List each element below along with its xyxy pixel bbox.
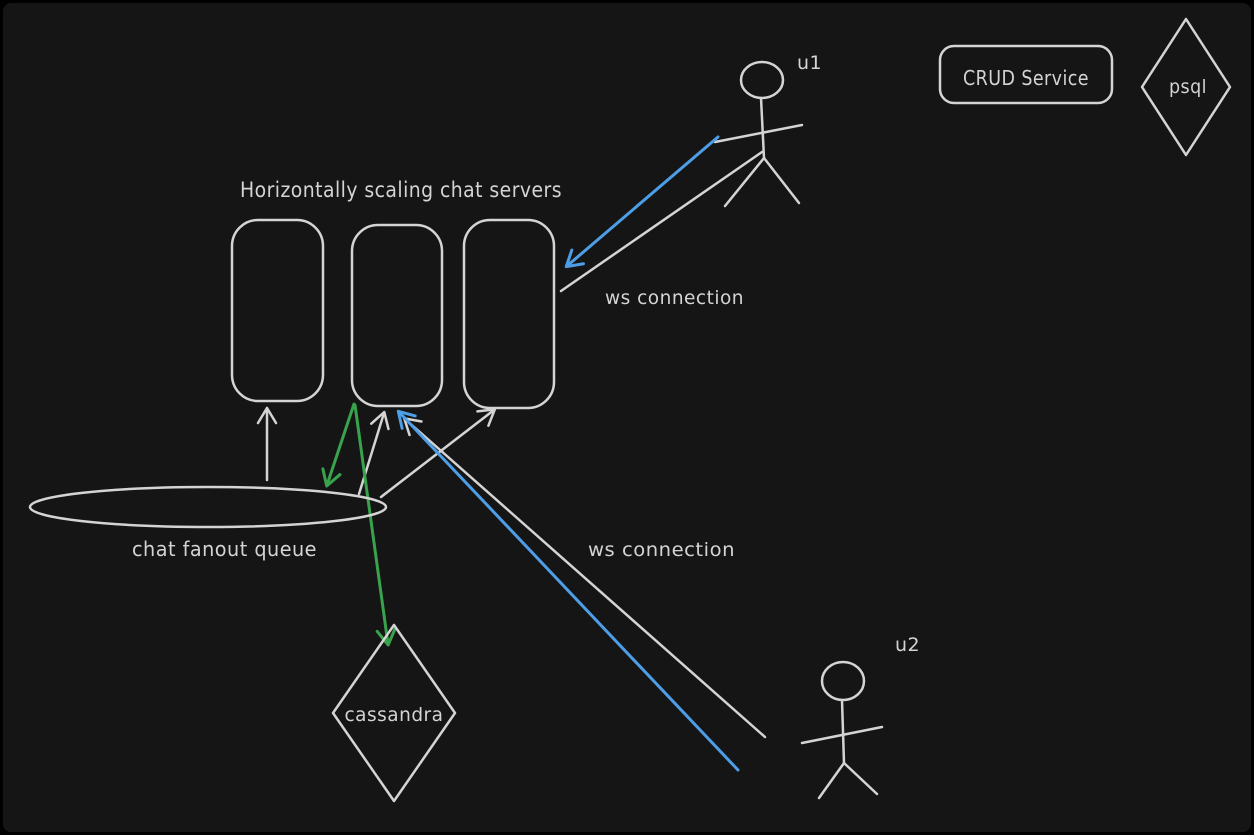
psql-diamond [1140,17,1232,157]
ws-line-u1-to-server3[interactable] [559,150,764,293]
user2-torso [840,698,846,765]
psql-label: psql [1169,76,1207,98]
ws-connection-label-1[interactable]: ws connection [605,287,744,309]
crud-service-label: CRUD Service [963,66,1089,90]
canvas-background[interactable] [3,3,1251,832]
user1-arms [713,123,804,144]
cassandra-node[interactable]: cassandra [331,623,457,803]
ws-line-u2-to-server2[interactable] [403,417,767,739]
crud-service-node[interactable]: CRUD Service [938,44,1114,105]
user2-label[interactable]: u2 [895,634,920,656]
ws-connection-label-2[interactable]: ws connection [588,539,735,561]
user2-right-leg [842,761,879,796]
chat-fanout-queue-label[interactable]: chat fanout queue [132,537,317,561]
cassandra-diamond [331,623,457,803]
crud-service-box [938,44,1114,105]
cassandra-label: cassandra [345,704,444,726]
arrow-queue-to-server2[interactable] [357,410,390,496]
user2-arms [800,725,884,745]
chat-server-1[interactable] [230,218,325,403]
ws-arrow-u2-to-server2[interactable] [396,409,740,772]
user1-stick-figure[interactable] [713,60,804,208]
user2-left-leg [817,761,846,800]
user1-label[interactable]: u1 [797,52,822,74]
user1-torso [759,96,766,160]
chat-server-2[interactable] [350,223,444,408]
arrow-server2-to-cassandra[interactable] [353,403,397,647]
diagram-title[interactable]: Horizontally scaling chat servers [240,178,562,202]
chat-fanout-queue[interactable] [28,485,388,529]
user2-stick-figure[interactable] [800,660,884,800]
ws-arrow-u1-to-server3[interactable] [564,135,720,269]
user1-left-leg [723,156,766,208]
psql-node[interactable]: psql [1140,17,1232,157]
chat-server-3[interactable] [462,218,556,410]
user1-right-leg [762,156,801,205]
arrow-server2-to-queue[interactable] [321,402,356,488]
